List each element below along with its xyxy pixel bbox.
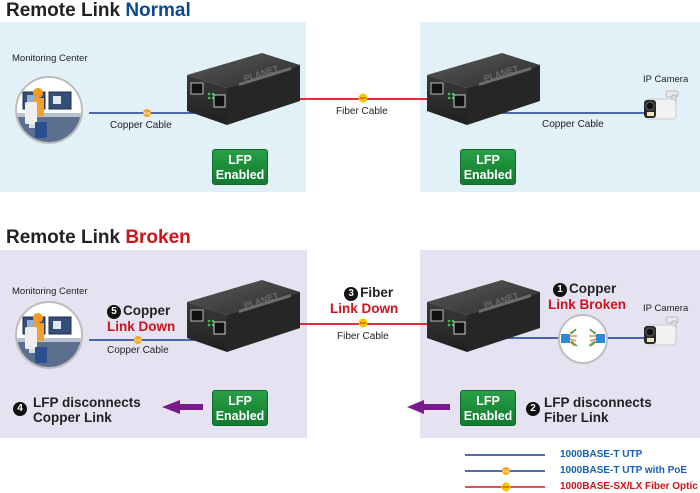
lfp-status: Enabled [463, 409, 513, 423]
ip-camera-label: IP Camera [643, 74, 689, 85]
step-line2: Copper Link [33, 410, 112, 425]
title-prefix: Remote Link [6, 0, 126, 21]
lfp-status: Enabled [463, 168, 513, 182]
monitoring-center-label: Monitoring Center [12, 286, 88, 297]
poe-marker [143, 109, 151, 117]
lfp-enabled-badge: LFP Enabled [460, 390, 516, 426]
fiber-cable-label: Fiber Cable [336, 106, 388, 117]
monitoring-center-label: Monitoring Center [12, 53, 88, 64]
monitoring-center-icon [16, 77, 82, 145]
step-line2: Fiber Link [544, 410, 609, 425]
lfp-status: Enabled [215, 409, 265, 423]
ip-camera-icon [643, 316, 679, 346]
media-converter-local [186, 279, 301, 353]
fiber-marker [358, 318, 368, 328]
title-highlight: Broken [125, 227, 191, 248]
step-line1: LFP disconnects [33, 395, 141, 410]
step-line2: Link Broken [548, 297, 627, 312]
broken-cable-icon [558, 314, 608, 364]
copper-cable-label: Copper Cable [107, 345, 169, 356]
lfp-label: LFP [476, 153, 500, 167]
fiber-cable-label: Fiber Cable [337, 331, 389, 342]
legend-item-utp-poe: 1000BASE-T UTP with PoE [560, 465, 688, 476]
title-prefix: Remote Link [6, 227, 126, 248]
legend-fiber-marker [501, 482, 511, 492]
step-number-badge: 2 [526, 402, 540, 416]
legend-item-utp: 1000BASE-T UTP [560, 449, 643, 460]
media-converter-remote [426, 279, 541, 353]
broken-section-title: Remote Link Broken [6, 227, 191, 249]
media-converter-remote [426, 52, 541, 126]
copper-cable-label: Copper Cable [110, 120, 172, 131]
step-number-badge: 1 [553, 283, 567, 297]
step-number-badge: 4 [13, 402, 27, 416]
step-line1: Copper [569, 281, 617, 296]
copper-cable-label: Copper Cable [542, 119, 604, 130]
step-text: LFP disconnects Copper Link [33, 395, 141, 425]
lfp-status: Enabled [215, 168, 265, 182]
step-line1: Copper [123, 303, 171, 318]
step-line1: LFP disconnects [544, 395, 652, 410]
lfp-label: LFP [476, 394, 500, 408]
normal-section-title: Remote Link Normal [6, 0, 191, 22]
poe-marker [134, 336, 142, 344]
lfp-label: LFP [228, 153, 252, 167]
lfp-enabled-badge: LFP Enabled [460, 149, 516, 185]
legend-item-fiber: 1000BASE-SX/LX Fiber Optic [560, 481, 698, 492]
media-converter-local [186, 52, 301, 126]
monitoring-center-icon [16, 302, 82, 370]
step-line2: Link Down [107, 319, 176, 334]
lfp-label: LFP [228, 394, 252, 408]
lfp-enabled-badge: LFP Enabled [212, 149, 268, 185]
fiber-marker [358, 93, 368, 103]
arrow-left-icon [407, 400, 450, 414]
step-number-badge: 5 [107, 305, 121, 319]
step-number-badge: 3 [344, 287, 359, 301]
arrow-left-icon [162, 400, 203, 414]
step-line2: Link Down [330, 301, 399, 316]
ip-camera-icon [643, 90, 679, 120]
title-highlight: Normal [125, 0, 191, 21]
lfp-enabled-badge: LFP Enabled [212, 390, 268, 426]
step-text: LFP disconnects Fiber Link [544, 395, 652, 425]
ip-camera-label: IP Camera [643, 303, 689, 314]
step-line1: Fiber [360, 285, 394, 300]
legend-poe-marker [502, 467, 510, 475]
